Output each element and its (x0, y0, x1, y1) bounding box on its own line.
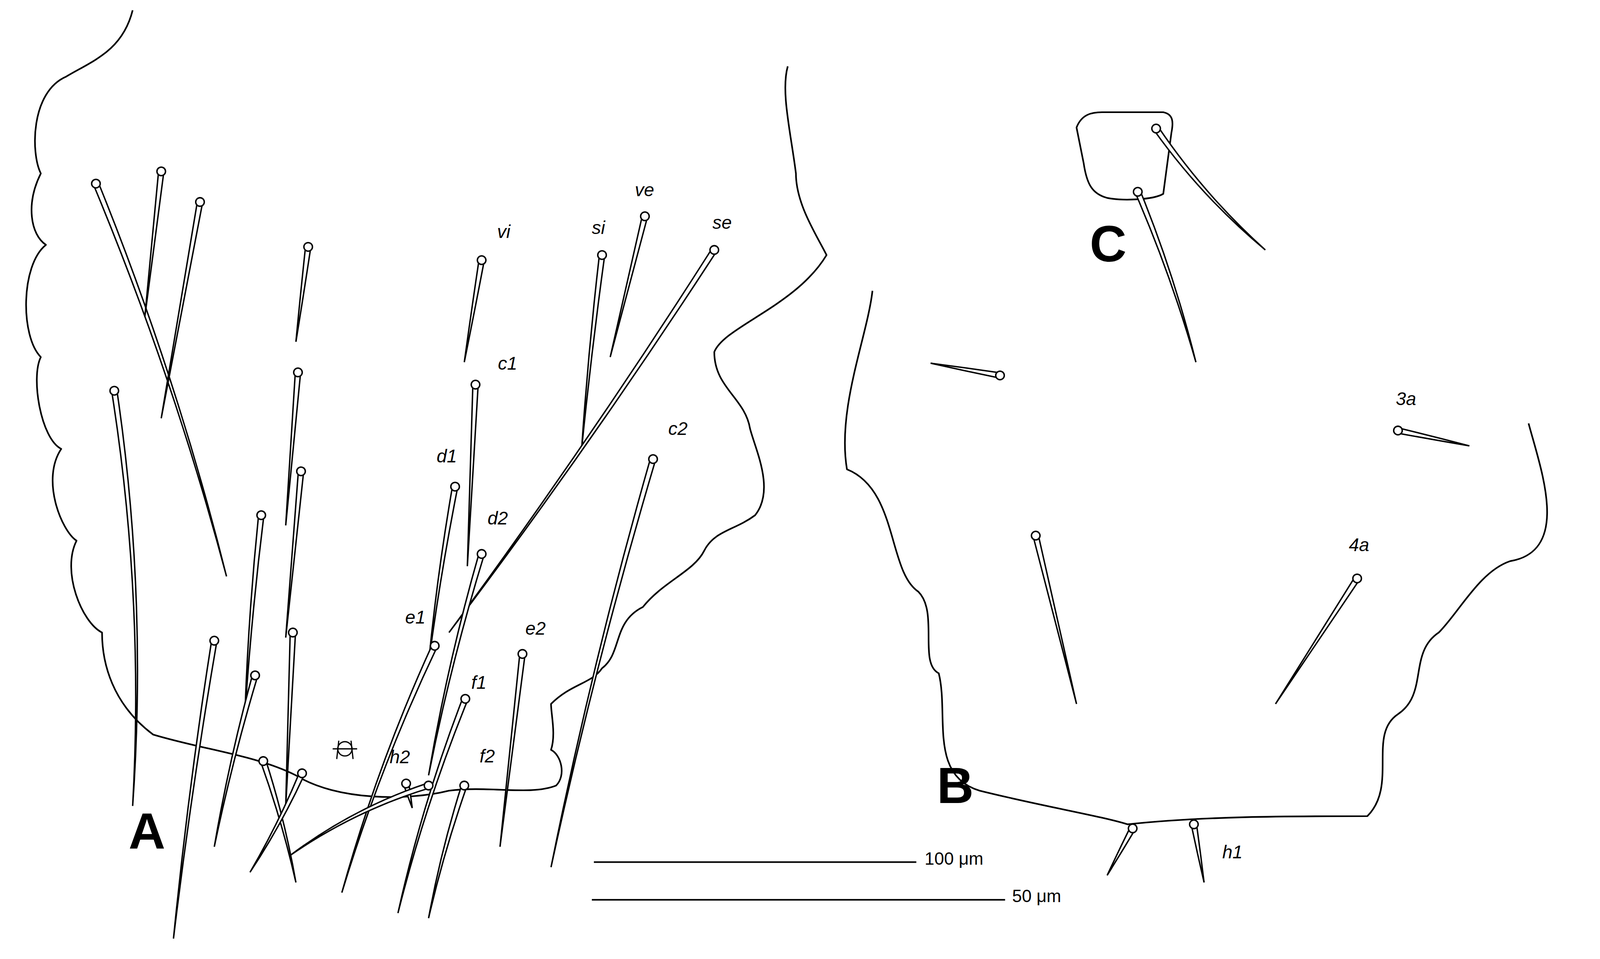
seta-label: h1 (1222, 842, 1243, 862)
seta (144, 171, 164, 317)
seta-base (156, 167, 166, 176)
seta-base (297, 769, 307, 779)
seta-label: d2 (487, 509, 508, 528)
seta (1191, 823, 1204, 883)
seta (467, 384, 479, 567)
seta-base (303, 242, 313, 252)
seta-label: c2 (668, 419, 688, 438)
seta (249, 772, 305, 873)
seta (341, 645, 438, 894)
seta-label: si (591, 218, 605, 237)
seta-base (1151, 124, 1161, 133)
seta-base (477, 255, 486, 265)
seta (285, 471, 304, 639)
seta-base (640, 212, 650, 221)
seta (214, 675, 258, 847)
seta (173, 640, 217, 939)
seta-base (710, 245, 719, 255)
seta (111, 390, 138, 807)
seta-base (1393, 426, 1403, 436)
seta-base (1189, 820, 1199, 830)
seta-base (477, 549, 486, 559)
seta-label: f1 (471, 673, 487, 692)
seta-label: f2 (479, 747, 495, 766)
panel-letter: C (1089, 218, 1127, 270)
seta-base (401, 779, 411, 789)
seta-label: e2 (525, 619, 546, 638)
panel-letter: A (128, 805, 166, 857)
seta (285, 632, 296, 806)
seta-base (250, 671, 260, 680)
seta (499, 653, 525, 847)
seta (1107, 827, 1136, 876)
seta-base (296, 467, 306, 477)
seta (930, 363, 1001, 379)
seta-base (1031, 531, 1040, 541)
seta (93, 182, 227, 577)
seta-label: se (712, 213, 732, 232)
seta (550, 458, 656, 868)
seta (1397, 427, 1470, 446)
seta-base (257, 511, 266, 520)
seta (428, 553, 485, 776)
seta-label: vi (497, 222, 511, 241)
seta-base (293, 368, 303, 377)
seta (428, 784, 467, 919)
seta-base (210, 636, 219, 646)
seta (464, 259, 485, 363)
seta-base (430, 641, 440, 651)
seta-base (460, 694, 470, 704)
seta (1154, 126, 1266, 251)
seta (1033, 534, 1077, 705)
seta-base (288, 628, 298, 638)
seta-base (1352, 574, 1362, 584)
seta-label: d1 (436, 446, 457, 466)
seta-base (471, 380, 480, 390)
seta-base (460, 781, 469, 791)
seta-base (648, 454, 658, 464)
seta (1275, 577, 1360, 705)
seta-label: e1 (405, 608, 426, 627)
seta-label: 4a (1348, 535, 1370, 555)
seta-base (518, 649, 527, 659)
seta-base (195, 197, 205, 207)
seta-base (995, 371, 1005, 381)
seta-label: h2 (389, 747, 410, 767)
seta (295, 246, 311, 342)
scale-label: 50 μm (1012, 887, 1062, 906)
seta (428, 486, 458, 664)
seta-label: ve (634, 180, 655, 200)
seta (610, 215, 648, 358)
seta-base (597, 250, 607, 260)
panel-letter: B (936, 760, 974, 812)
seta-label: c1 (497, 354, 518, 373)
seta-base (1133, 187, 1143, 197)
seta-base (1128, 824, 1138, 834)
seta (161, 201, 203, 419)
seta (1135, 191, 1196, 363)
seta (448, 248, 717, 633)
seta-base (109, 386, 119, 396)
seta-base (450, 482, 460, 492)
seta-base (424, 781, 434, 791)
scale-label: 100 μm (924, 850, 984, 868)
seta-base (91, 179, 101, 189)
seta-base (259, 757, 268, 766)
seta (290, 783, 430, 855)
seta-label: 3a (1395, 389, 1417, 408)
